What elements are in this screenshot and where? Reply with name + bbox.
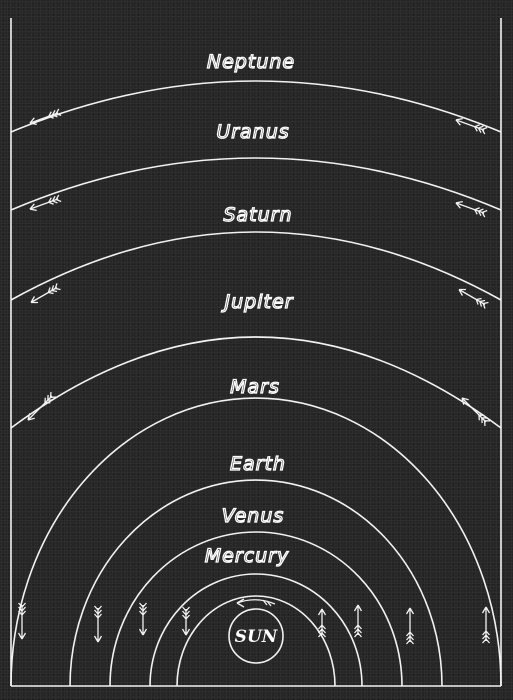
orbit-jupiter xyxy=(10,336,502,429)
orbit-uranus xyxy=(10,157,502,211)
orbit-mercury xyxy=(149,573,363,687)
arrow-mars-left-icon xyxy=(17,602,27,640)
arrow-jupiter-right-icon xyxy=(461,397,490,426)
arrow-saturn-right-icon xyxy=(458,288,489,309)
arrow-jupiter-left-icon xyxy=(27,392,56,421)
arrow-mercury-left-icon xyxy=(181,606,191,636)
label-venus: Venus xyxy=(222,505,285,527)
arrow-mercury-right-icon xyxy=(317,608,327,638)
arrow-earth-left-icon xyxy=(93,605,103,643)
label-jupiter: Jupiter xyxy=(221,291,294,313)
label-saturn: Saturn xyxy=(223,204,292,226)
curved-arrow-icon xyxy=(236,598,276,608)
label-mars: Mars xyxy=(230,376,280,398)
arrow-neptune-right-icon xyxy=(455,117,488,135)
orbit-saturn xyxy=(10,231,502,301)
sun-label: SUN xyxy=(235,627,279,647)
arrow-earth-right-icon xyxy=(405,607,415,645)
orbit-mars xyxy=(10,397,502,687)
arrow-venus-right-icon xyxy=(353,604,363,638)
arrow-venus-left-icon xyxy=(138,602,148,636)
orbit-inner xyxy=(176,595,336,687)
arrow-uranus-left-icon xyxy=(29,194,62,212)
label-mercury: Mercury xyxy=(205,545,289,567)
orbit-neptune xyxy=(10,80,502,133)
arrow-mars-right-icon xyxy=(481,606,491,644)
orbit-venus xyxy=(109,531,403,687)
arrow-neptune-left-icon xyxy=(29,108,62,126)
label-uranus: Uranus xyxy=(216,121,289,143)
orbit-earth xyxy=(69,479,443,687)
label-neptune: Neptune xyxy=(207,51,295,73)
sun-disc xyxy=(228,608,284,664)
arrow-saturn-left-icon xyxy=(30,283,61,304)
arrow-uranus-right-icon xyxy=(455,200,488,218)
label-earth: Earth xyxy=(230,453,286,475)
